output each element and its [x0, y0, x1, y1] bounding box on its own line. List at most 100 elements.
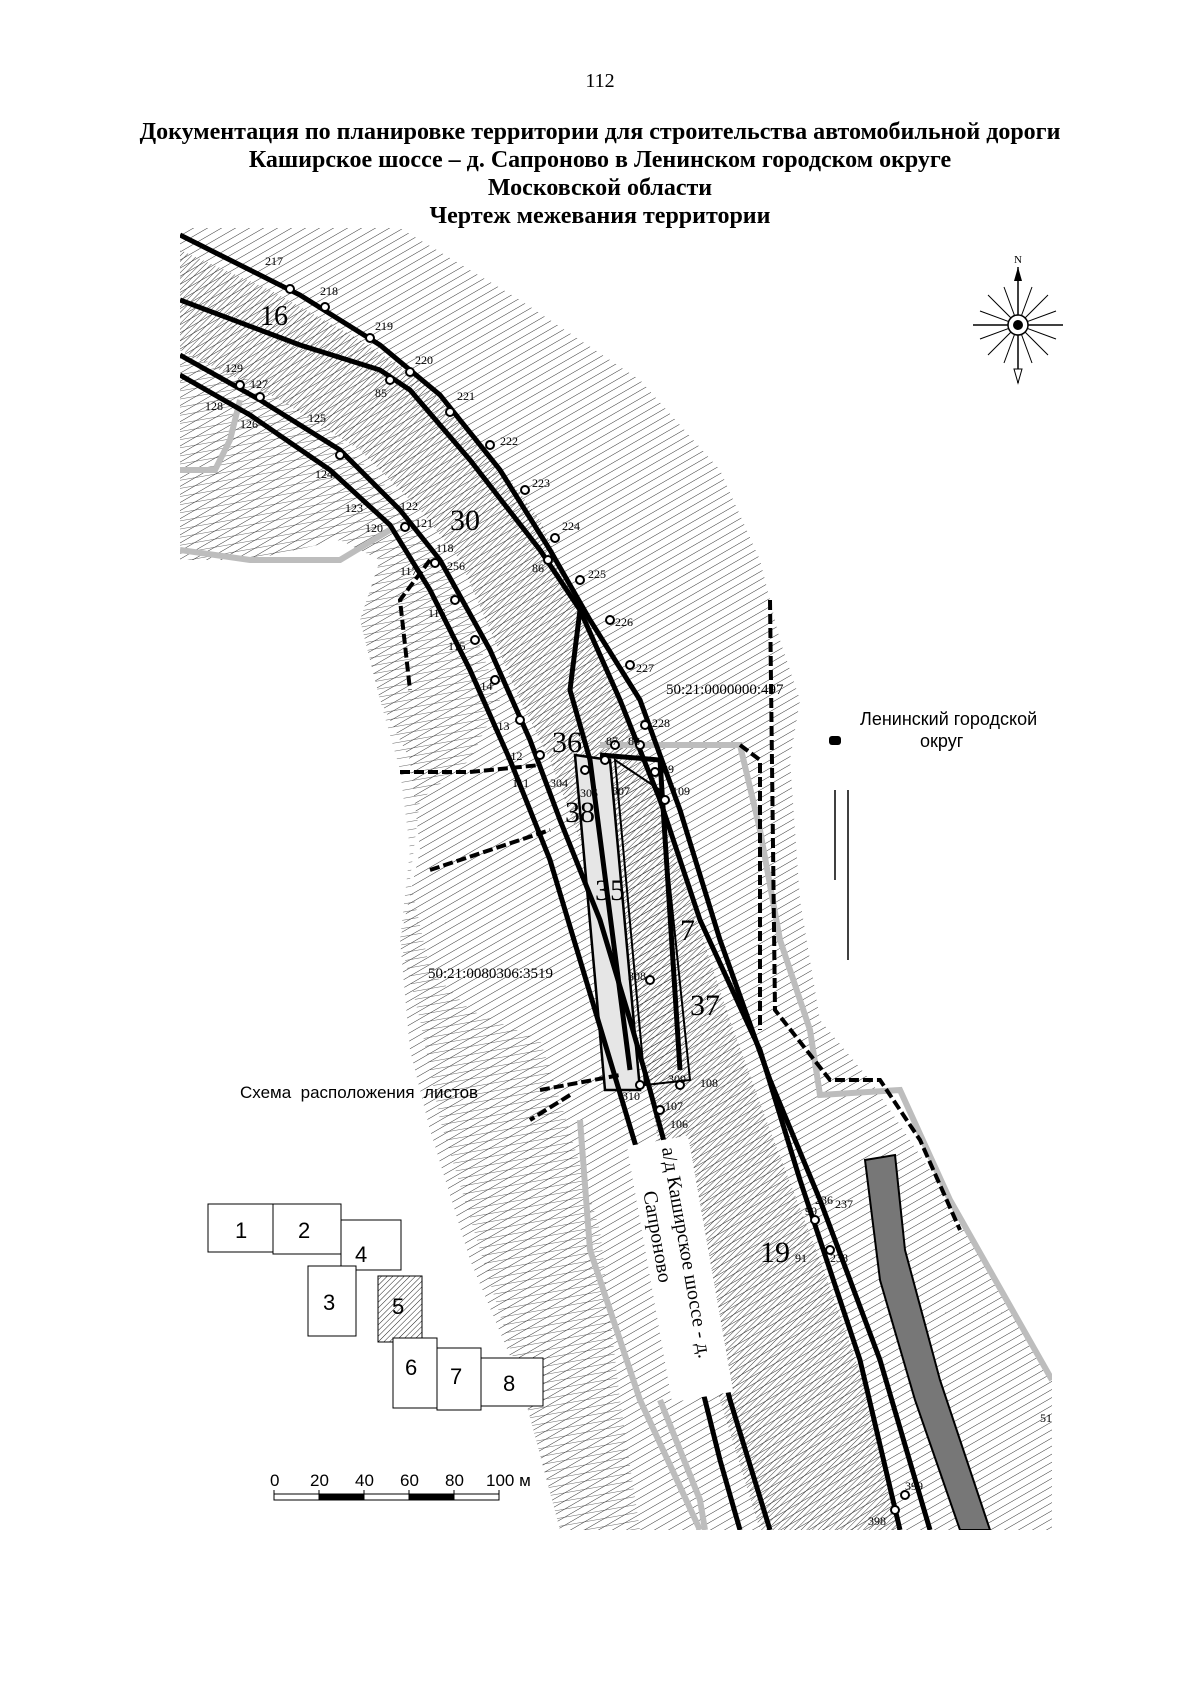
sheet-3 [307, 1265, 357, 1337]
point-label: 398 [868, 1514, 886, 1528]
point-label: 87 [606, 734, 618, 748]
point-label: 399 [905, 1479, 923, 1493]
point-label: 91 [795, 1251, 807, 1265]
scale-label: 0 [270, 1471, 279, 1490]
point-label: 308 [628, 969, 646, 983]
point-label: 217 [265, 254, 283, 268]
point-label: 310 [622, 1089, 640, 1103]
point-label: 222 [500, 434, 518, 448]
point-label: 122 [400, 499, 418, 513]
point-label: 128 [205, 399, 223, 413]
district-label-line-2: округ [920, 731, 964, 751]
sheet-label: 2 [298, 1218, 310, 1243]
point-label: 107 [665, 1099, 683, 1113]
point-label: 220 [415, 353, 433, 367]
point-label: 309 [668, 1072, 686, 1086]
point-label: 125 [308, 411, 326, 425]
point-label: 111 [512, 776, 529, 790]
point-label: 90 [805, 1204, 817, 1218]
page-number: 112 [585, 70, 615, 92]
point-label: 305 [580, 786, 598, 800]
point-label: 115 [448, 639, 466, 653]
point-label: 218 [320, 284, 338, 298]
sheet-label: 7 [450, 1364, 462, 1389]
point-label: 121 [415, 516, 433, 530]
point-label: 225 [588, 567, 606, 581]
point-label: 89 [662, 762, 674, 776]
road-corridor-area [180, 250, 900, 1530]
point-label: 224 [562, 519, 580, 533]
point-label: 307 [612, 784, 630, 798]
point-label: 112 [505, 749, 523, 763]
compass-north-label: N [1014, 254, 1022, 266]
cadastral-number: 50:21:0080306:3519 [428, 966, 553, 982]
point-label: 219 [375, 319, 393, 333]
sheet-label: 1 [235, 1218, 247, 1243]
point-label: 126 [240, 417, 258, 431]
zone-number: 19 [760, 1236, 790, 1269]
sheet-1 [207, 1203, 274, 1253]
zone-number: 16 [260, 301, 288, 332]
zone-number: 51 [1040, 1411, 1052, 1425]
district-boundary-line [834, 790, 849, 960]
point-label: 113 [492, 719, 510, 733]
zone-number: 35 [595, 874, 625, 907]
point-label: 109 [672, 784, 690, 798]
cadastral-number: 50:21:0000000:497 [666, 682, 784, 698]
title-line-2: Каширское шоссе – д. Сапроново в Ленинск… [248, 147, 952, 173]
point-label: 106 [670, 1117, 688, 1131]
parcel-37 [613, 758, 692, 1087]
dark-strip-area [863, 1153, 992, 1530]
point-label: 236 [815, 1193, 833, 1207]
district-label-line-1: Ленинский городской [860, 709, 1037, 729]
point-label: 256 [447, 559, 465, 573]
sheet-layout-caption: Схема расположения листов [240, 1083, 478, 1102]
sheet-label: 4 [355, 1242, 367, 1267]
sheet-label: 8 [503, 1371, 515, 1396]
sheet-layout-scheme [207, 1203, 544, 1411]
zone-number: 7 [680, 914, 695, 947]
point-label: 123 [345, 501, 363, 515]
left-hatched-area [180, 350, 640, 1530]
district-marker [829, 736, 841, 745]
point-label: 304 [550, 776, 568, 790]
point-label: 120 [365, 521, 383, 535]
point-label: 124 [315, 467, 333, 481]
point-label: 88 [628, 734, 640, 748]
point-label: 238 [830, 1251, 848, 1265]
sheet-label: 5 [392, 1294, 404, 1319]
scale-label: 80 [445, 1471, 464, 1490]
point-label: 114 [475, 679, 493, 693]
scale-bar [273, 1490, 500, 1501]
sheet-4 [340, 1219, 402, 1271]
compass-rose-icon: N [973, 254, 1063, 385]
zone-number: 36 [552, 726, 582, 759]
point-label: 129 [225, 361, 243, 375]
point-label: 223 [532, 476, 550, 490]
title-line-1: Документация по планировке территории дл… [139, 119, 1061, 145]
zone-number: 37 [690, 989, 720, 1022]
sheet-8 [480, 1357, 544, 1407]
document-title: Документация по планировке территории дл… [0, 118, 1200, 230]
sheet-2 [272, 1203, 342, 1255]
scale-label: 100 м [486, 1471, 531, 1490]
point-label: 85 [375, 386, 387, 400]
scale-label: 60 [400, 1471, 419, 1490]
sheet-label: 3 [323, 1290, 335, 1315]
point-label: 228 [652, 716, 670, 730]
sheet-5 [377, 1275, 423, 1343]
point-label: 127 [250, 377, 268, 391]
dashed-boundaries [397, 558, 962, 1231]
grey-boundaries [180, 399, 1052, 1530]
point-label: 221 [457, 389, 475, 403]
point-label: 237 [835, 1197, 853, 1211]
point-label: 86 [532, 561, 544, 575]
title-line-3: Московской области [487, 175, 713, 201]
scale-label: 40 [355, 1471, 374, 1490]
zone-number: 38 [565, 796, 595, 829]
sheet-7 [436, 1347, 482, 1411]
point-label: 108 [700, 1076, 718, 1090]
sheet-6 [392, 1337, 438, 1409]
title-line-4: Чертеж межевания территории [429, 203, 771, 229]
